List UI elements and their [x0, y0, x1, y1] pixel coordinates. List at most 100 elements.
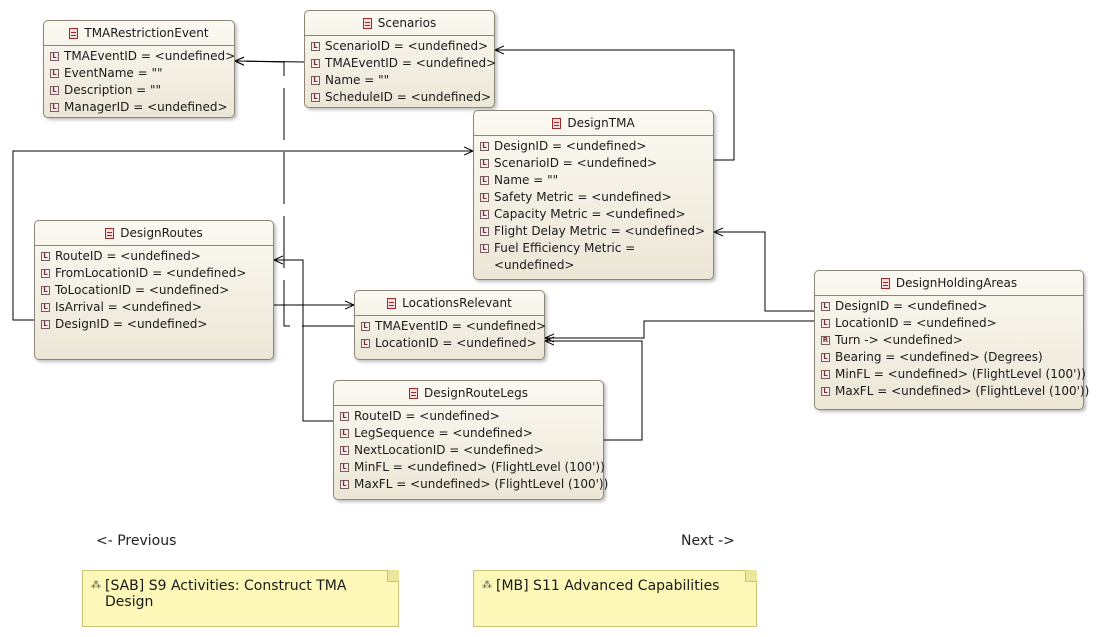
class-header: DesignRoutes [35, 221, 273, 246]
class-header: DesignRouteLegs [334, 381, 603, 406]
class-header: DesignTMA [474, 111, 713, 136]
attribute-icon: L [480, 210, 489, 219]
attribute-icon: L [821, 387, 830, 396]
attribute-icon: L [41, 320, 50, 329]
reference-icon: R [821, 336, 830, 345]
attribute-icon: L [311, 59, 320, 68]
attribute-icon: L [480, 142, 489, 151]
attribute-icon: L [41, 303, 50, 312]
attribute-icon: L [311, 42, 320, 51]
attribute-icon: L [50, 103, 59, 112]
next-link[interactable]: Next -> [681, 533, 735, 549]
diagram-link-icon: ⁂ [482, 580, 492, 591]
attribute-icon: L [480, 227, 489, 236]
attribute-icon: L [41, 269, 50, 278]
diagram-link-icon: ⁂ [91, 580, 101, 591]
attribute-icon: L [340, 429, 349, 438]
class-title: TMARestrictionEvent [84, 26, 209, 40]
attribute-icon: L [340, 446, 349, 455]
note-fold [745, 570, 757, 582]
class-title: DesignRoutes [120, 226, 203, 240]
link-legs-to-routes [274, 260, 333, 422]
attribute-icon: L [340, 480, 349, 489]
link-holding-to-designtma [714, 232, 814, 312]
class-title: DesignTMA [567, 116, 635, 130]
attribute-icon: L [821, 370, 830, 379]
attribute-icon: L [41, 286, 50, 295]
class-header: Scenarios [305, 11, 494, 36]
attribute-icon: L [480, 176, 489, 185]
attribute-icon: L [311, 93, 320, 102]
class-title: DesignHoldingAreas [895, 276, 1018, 290]
attribute-icon: L [50, 52, 59, 61]
attribute-icon: L [480, 159, 489, 168]
previous-link[interactable]: <- Previous [96, 533, 177, 549]
link-scenarios-to-tmaevent [235, 61, 305, 62]
class-icon [105, 227, 115, 239]
note-text: [MB] S11 Advanced Capabilities [496, 578, 720, 594]
attribute-icon: L [311, 76, 320, 85]
note-next-diagram[interactable]: ⁂ [MB] S11 Advanced Capabilities [473, 570, 757, 627]
attribute-icon: L [340, 412, 349, 421]
attribute-icon: L [50, 69, 59, 78]
attribute-icon: L [821, 302, 830, 311]
attribute-icon: L [41, 252, 50, 261]
class-header: TMARestrictionEvent [44, 21, 234, 46]
note-text: [SAB] S9 Activities: Construct TMA Desig… [105, 578, 347, 610]
class-icon [387, 297, 397, 309]
class-title: LocationsRelevant [402, 296, 512, 310]
note-previous-diagram[interactable]: ⁂ [SAB] S9 Activities: Construct TMA Des… [82, 570, 399, 627]
attribute-icon: L [821, 319, 830, 328]
class-icon [409, 387, 418, 399]
class-icon [880, 277, 890, 289]
class-icon [552, 117, 562, 129]
class-header: LocationsRelevant [355, 291, 544, 316]
attribute-icon: L [361, 322, 370, 331]
attribute-icon: L [480, 244, 489, 253]
class-title: DesignRouteLegs [424, 386, 528, 400]
attribute-icon: L [50, 86, 59, 95]
attribute-icon: L [361, 339, 370, 348]
class-title: Scenarios [377, 16, 437, 30]
